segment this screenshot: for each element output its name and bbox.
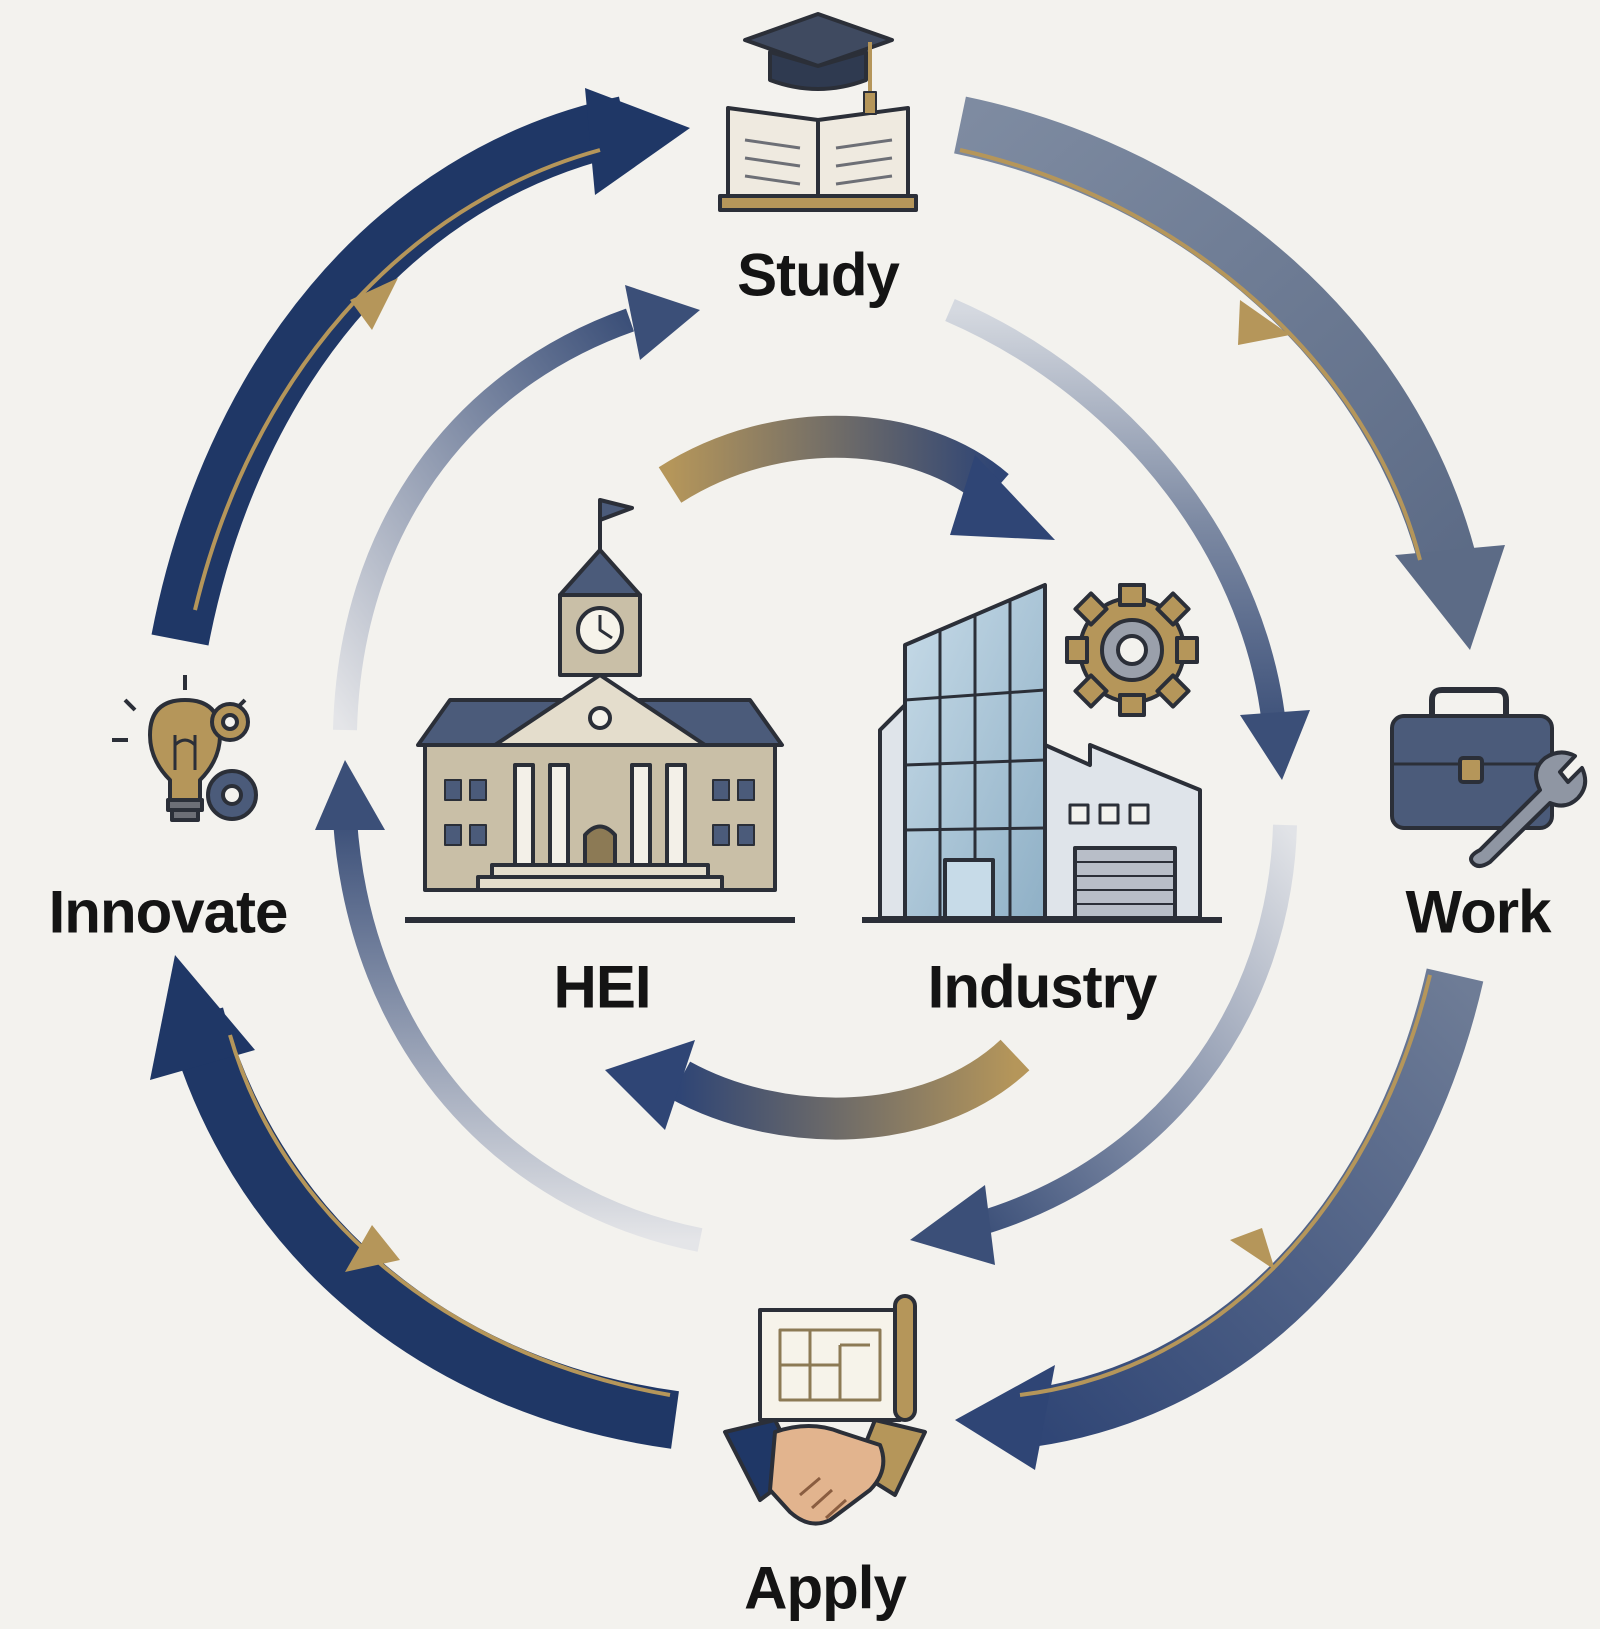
label-apply: Apply (744, 1554, 907, 1622)
label-hei: HEI (553, 953, 651, 1021)
arrow-inner-apply-to-innovate (315, 760, 703, 1252)
factory-building-icon (862, 583, 1222, 923)
arrow-inner-study-to-work (945, 298, 1310, 780)
label-industry: Industry (927, 953, 1158, 1021)
label-study: Study (737, 241, 900, 309)
label-innovate: Innovate (48, 878, 289, 946)
arrow-apply-to-innovate (150, 955, 679, 1449)
book-graduation-cap-icon (718, 12, 918, 212)
arrow-work-to-apply (955, 968, 1484, 1470)
arrow-inner-innovate-to-study (333, 285, 700, 731)
briefcase-wrench-icon (1390, 687, 1588, 868)
arrow-study-to-work (954, 96, 1505, 650)
university-building-icon (405, 498, 795, 923)
arrow-hei-to-industry (658, 415, 1055, 540)
arrow-inner-work-to-apply (910, 824, 1297, 1265)
arrow-industry-to-hei (605, 1039, 1030, 1140)
blueprint-handshake-icon (723, 1294, 927, 1526)
lightbulb-gears-icon (112, 675, 258, 822)
gear-icon (1065, 583, 1199, 717)
label-work: Work (1405, 878, 1552, 946)
arrow-innovate-to-study (151, 88, 690, 646)
